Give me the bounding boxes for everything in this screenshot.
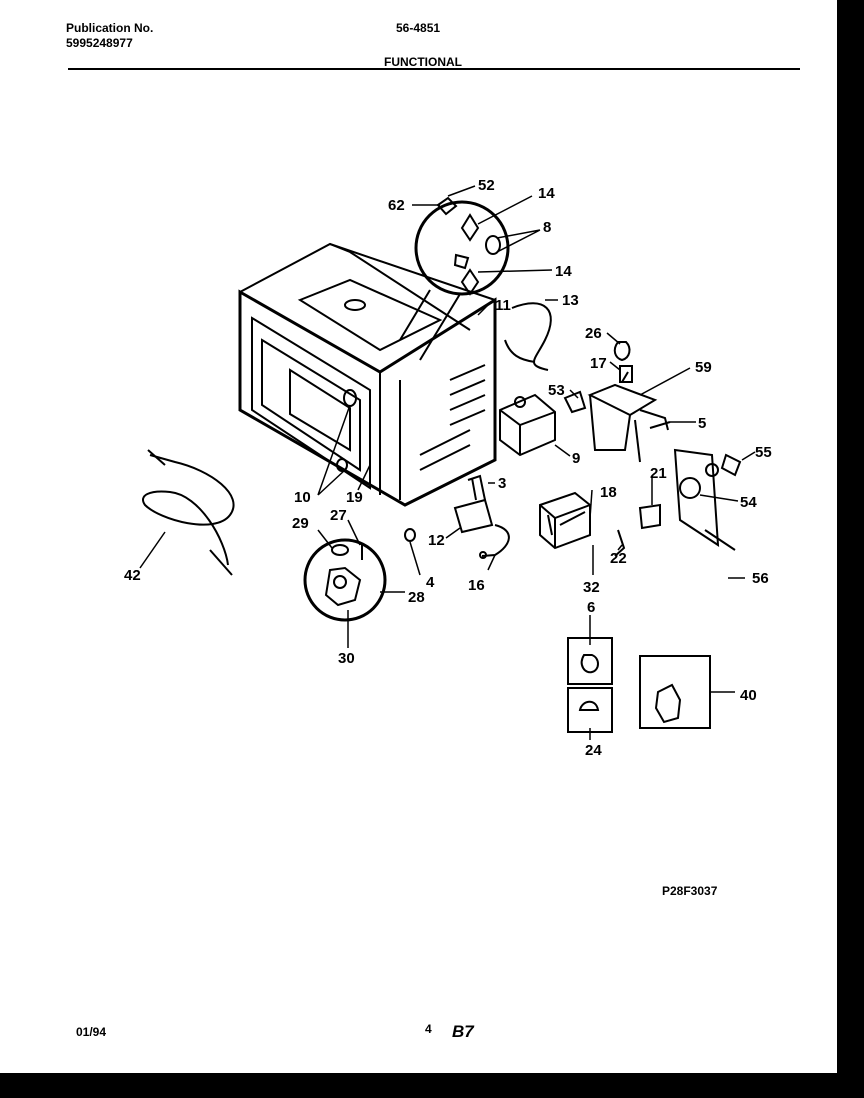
capacitor	[453, 498, 494, 534]
footer-date: 01/94	[76, 1025, 107, 1039]
callout-62: 62	[388, 197, 405, 214]
section-title: FUNCTIONAL	[384, 55, 462, 69]
callout-8: 8	[543, 219, 551, 236]
callout-13: 13	[562, 292, 579, 309]
control-bracket	[673, 448, 742, 551]
callout-40: 40	[740, 687, 757, 704]
callout-4: 4	[426, 574, 435, 591]
motor-detail	[303, 538, 387, 622]
callout-14: 14	[555, 263, 572, 280]
stirrer-detail	[399, 196, 510, 361]
callout-22: 22	[610, 550, 627, 567]
model-number: 56-4851	[396, 21, 441, 35]
callout-9: 9	[572, 450, 580, 467]
mounting-bracket	[563, 371, 658, 463]
oven-cabinet	[238, 242, 497, 507]
transformer	[539, 491, 591, 550]
heater-element	[142, 449, 235, 576]
footer-page: 4	[425, 1022, 432, 1036]
lamp-bulb	[613, 341, 631, 362]
publication-number: 5995248977	[66, 36, 133, 50]
publication-label: Publication No.	[66, 21, 154, 35]
leader-lines	[139, 185, 756, 740]
power-cord	[511, 302, 552, 371]
callout-55: 55	[755, 444, 772, 461]
callout-5: 5	[698, 415, 706, 432]
callout-59: 59	[695, 359, 712, 376]
callout-10: 10	[294, 489, 311, 506]
switch	[638, 503, 661, 530]
header-rule	[68, 68, 800, 70]
drawing-number: P28F3037	[662, 884, 718, 898]
callout-56: 56	[752, 570, 769, 587]
callout-28: 28	[408, 589, 425, 606]
callout-29: 29	[292, 515, 309, 532]
callout-18: 18	[600, 484, 617, 501]
part-callouts: 52 62 14 8 14 11 13 26 17 59 53 5 9 55 2…	[124, 177, 772, 759]
callout-17: 17	[590, 355, 607, 372]
callout-19: 19	[346, 489, 363, 506]
callout-32: 32	[583, 579, 600, 596]
diode	[481, 524, 510, 557]
callout-12: 12	[428, 532, 445, 549]
exploded-view-drawing: 52 62 14 8 14 11 13 26 17 59 53 5 9 55 2…	[124, 177, 772, 759]
callout-3: 3	[498, 475, 506, 492]
callout-53: 53	[548, 382, 565, 399]
callout-26: 26	[585, 325, 602, 342]
callout-42: 42	[124, 567, 141, 584]
callout-24: 24	[585, 742, 602, 759]
callout-54: 54	[740, 494, 757, 511]
callout-6: 6	[587, 599, 595, 616]
magnetron	[499, 393, 556, 457]
callout-27: 27	[330, 507, 347, 524]
callout-21: 21	[650, 465, 667, 482]
callout-11: 11	[495, 297, 511, 314]
callout-52: 52	[478, 177, 495, 194]
callout-14: 14	[538, 185, 555, 202]
footer-code: B7	[452, 1022, 474, 1041]
callout-16: 16	[468, 577, 485, 594]
parts-diagram-sheet: Publication No. 5995248977 56-4851 FUNCT…	[0, 0, 837, 1073]
callout-30: 30	[338, 650, 355, 667]
